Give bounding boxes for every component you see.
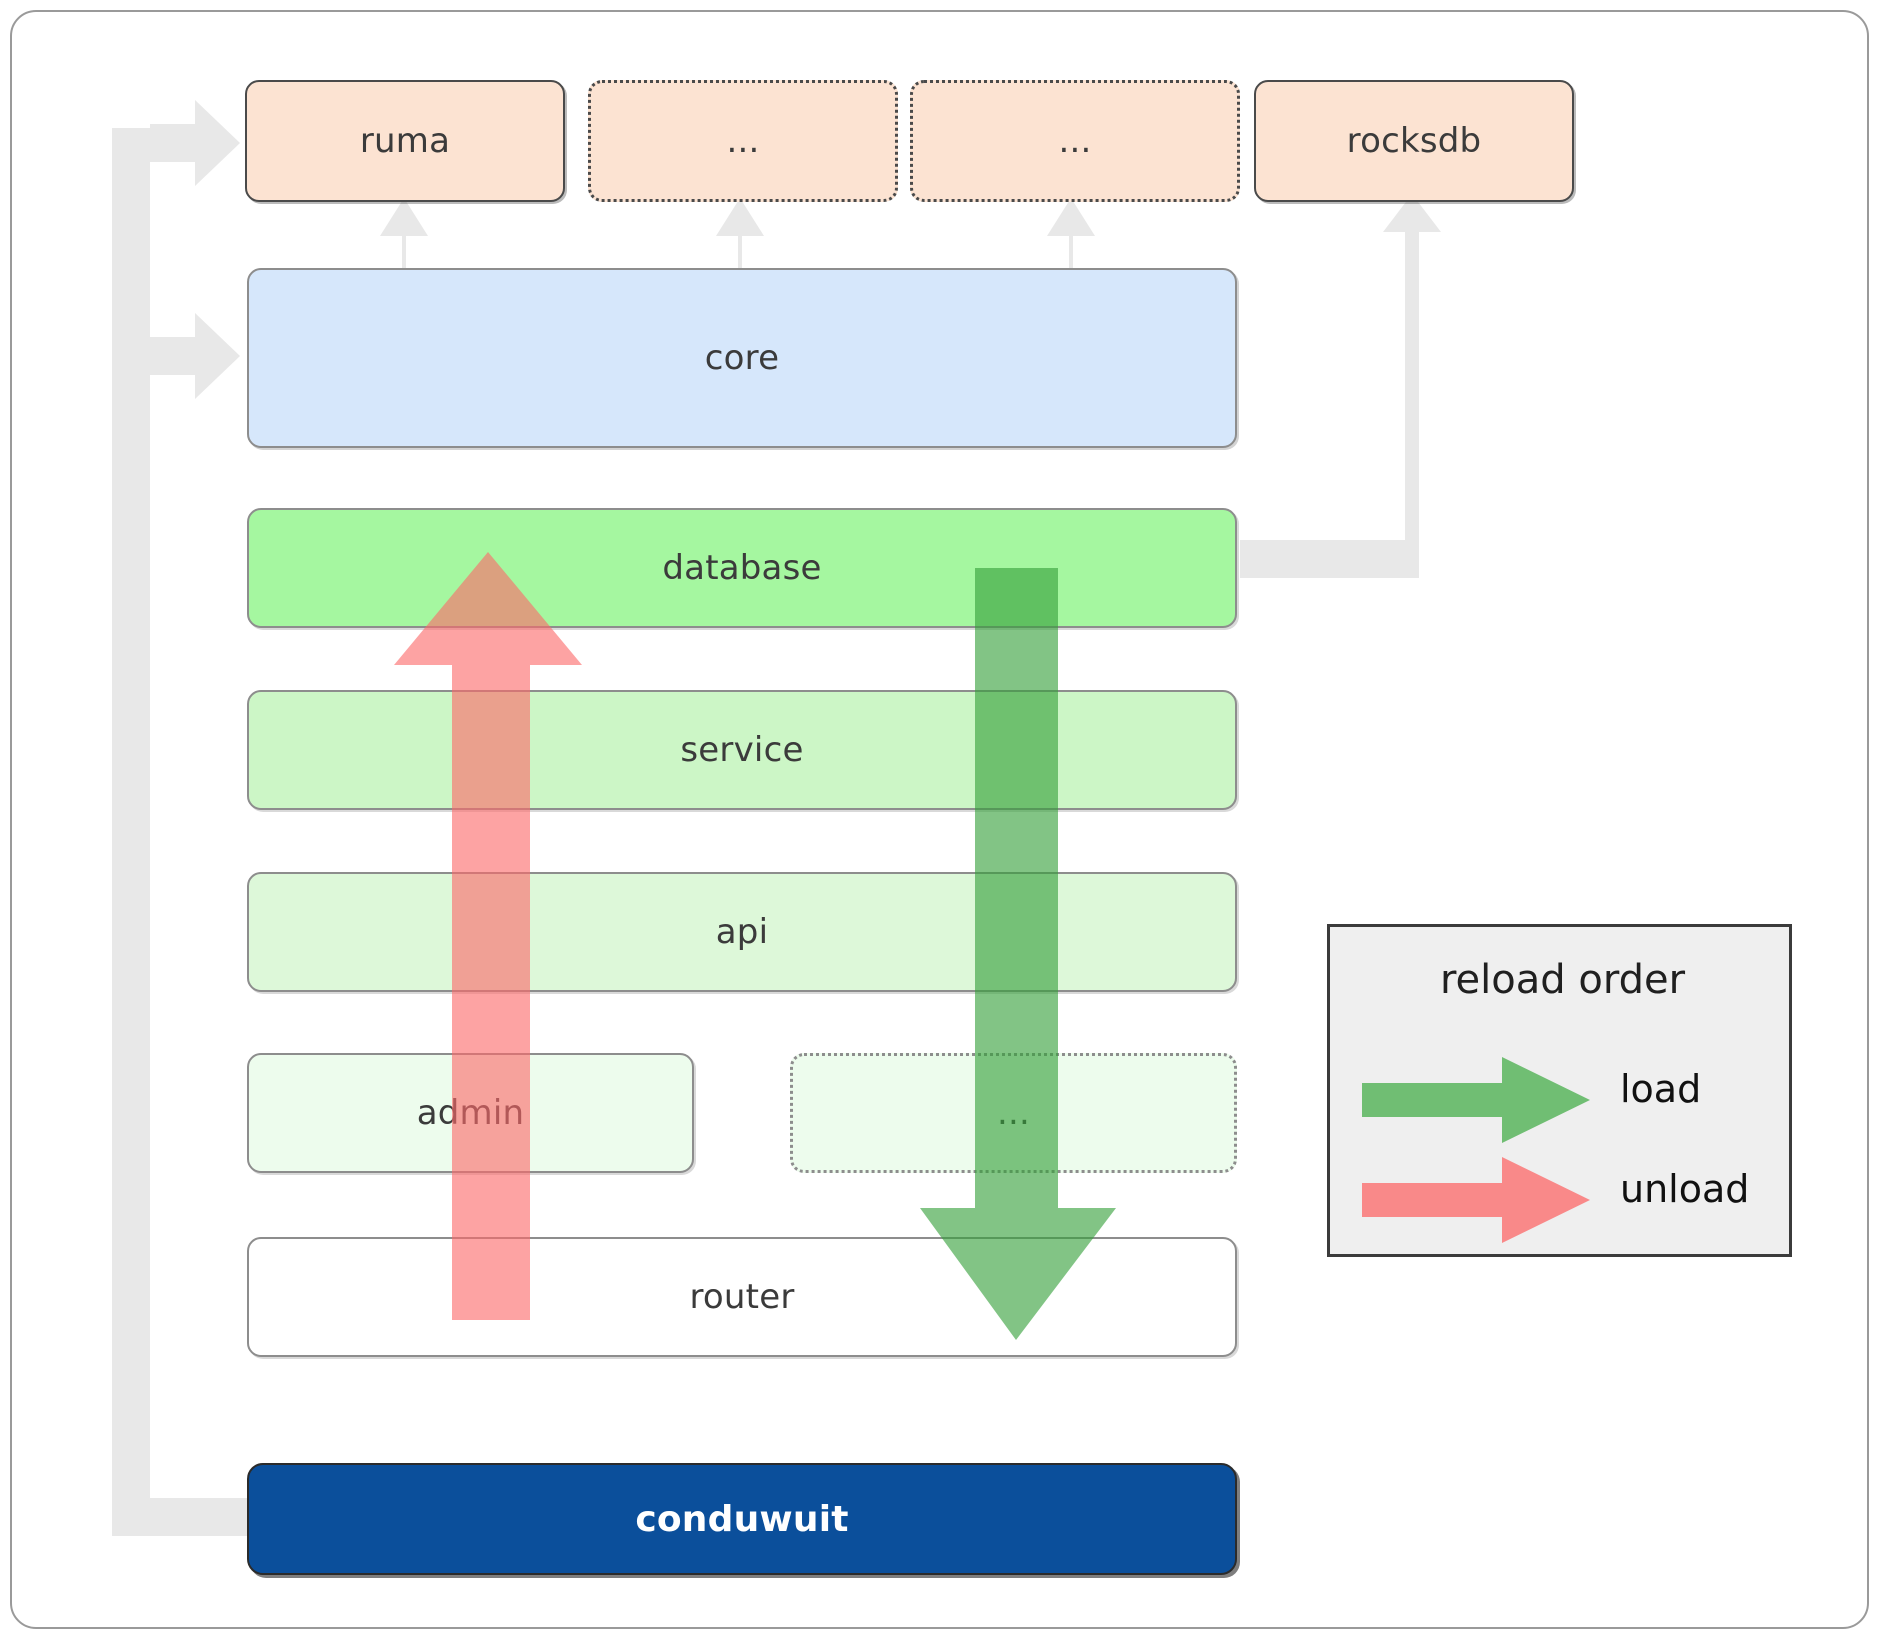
crate-box-ellipsis-1[interactable]: ...: [588, 80, 898, 202]
node-label: core: [704, 338, 780, 378]
node-label: api: [715, 912, 769, 952]
legend-label-load: load: [1620, 1067, 1702, 1111]
legend-row-load: load: [1330, 1055, 1795, 1145]
load-arrow-icon: [1362, 1057, 1590, 1143]
node-label: conduwuit: [635, 1498, 849, 1540]
crate-label: ruma: [359, 121, 451, 161]
node-label: admin: [416, 1093, 525, 1133]
node-stack-ellipsis[interactable]: ...: [790, 1053, 1237, 1173]
crate-box-ruma[interactable]: ruma: [245, 80, 565, 202]
node-label: service: [680, 730, 804, 770]
legend-panel: reload order load unload: [1327, 924, 1792, 1257]
crate-box-ellipsis-2[interactable]: ...: [910, 80, 1240, 202]
crate-label: rocksdb: [1346, 121, 1482, 161]
diagram-frame: [10, 10, 1869, 1629]
node-service[interactable]: service: [247, 690, 1237, 810]
crate-label: ...: [1058, 121, 1092, 161]
legend-row-unload: unload: [1330, 1155, 1795, 1245]
node-api[interactable]: api: [247, 872, 1237, 992]
node-core[interactable]: core: [247, 268, 1237, 448]
unload-arrow-icon: [1362, 1157, 1590, 1243]
crate-label: ...: [726, 121, 760, 161]
node-database[interactable]: database: [247, 508, 1237, 628]
node-router[interactable]: router: [247, 1237, 1237, 1357]
node-label: router: [689, 1277, 795, 1317]
legend-label-unload: unload: [1620, 1167, 1750, 1211]
crate-box-rocksdb[interactable]: rocksdb: [1254, 80, 1574, 202]
node-label: database: [662, 548, 822, 588]
legend-title: reload order: [1439, 957, 1686, 1003]
node-admin[interactable]: admin: [247, 1053, 694, 1173]
node-conduwuit[interactable]: conduwuit: [247, 1463, 1237, 1575]
node-label: ...: [996, 1093, 1031, 1133]
